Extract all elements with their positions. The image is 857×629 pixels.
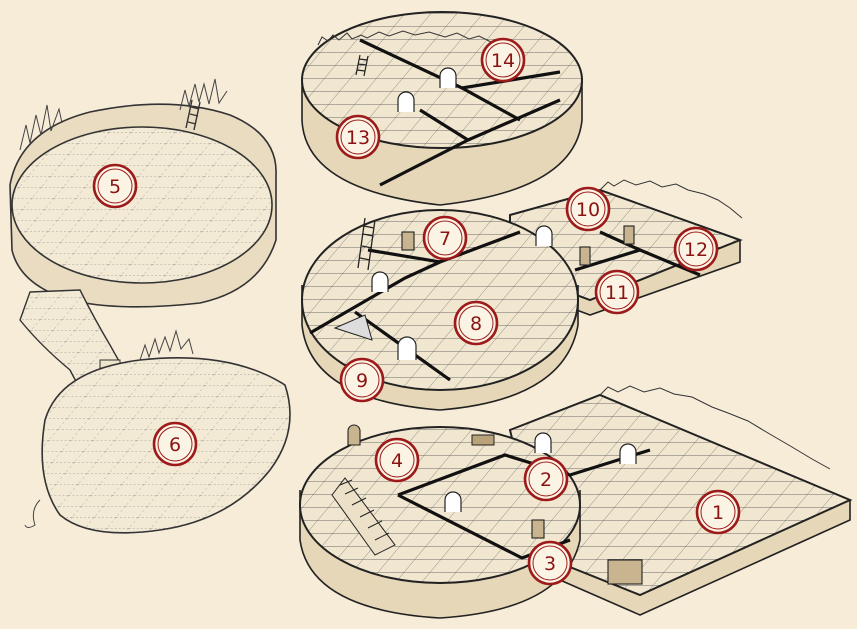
stalactite-fringe	[139, 329, 194, 361]
room-marker: 13	[335, 114, 381, 160]
tower-top-level	[301, 11, 583, 206]
room-marker-inner-ring	[458, 305, 494, 341]
room-marker-circle	[339, 357, 385, 403]
ladder-icon	[357, 217, 376, 271]
room-marker-circle	[673, 226, 719, 272]
room-marker-circle	[695, 489, 741, 535]
room-number-label: 8	[470, 313, 482, 335]
cave-level	[9, 78, 291, 534]
room-marker-circle	[527, 540, 573, 586]
rampart-edge	[317, 30, 494, 46]
rampart-edge	[599, 179, 743, 219]
room-number-label: 13	[346, 127, 370, 149]
room-marker-inner-ring	[379, 442, 415, 478]
door-icon	[347, 424, 643, 585]
room-marker: 12	[673, 226, 719, 272]
room-number-label: 9	[356, 370, 368, 392]
room-marker-inner-ring	[570, 191, 606, 227]
room-number-label: 1	[712, 502, 724, 524]
room-marker: 6	[152, 421, 198, 467]
room-number-label: 12	[684, 239, 708, 261]
room-marker: 9	[339, 357, 385, 403]
room-number-label: 2	[540, 469, 552, 491]
ladder-icon	[355, 54, 369, 77]
room-marker-circle	[523, 456, 569, 502]
ladder-icon	[185, 99, 201, 131]
cave-5-floor	[11, 126, 273, 284]
room-marker-inner-ring	[344, 362, 380, 398]
room-marker-inner-ring	[532, 545, 568, 581]
arch-door-icon	[371, 225, 553, 360]
room-marker-inner-ring	[340, 119, 376, 155]
room-marker-circle	[565, 186, 611, 232]
cave-crack	[24, 499, 41, 528]
door-icon	[401, 225, 635, 266]
tower-ground-level	[299, 385, 853, 619]
interior-walls	[359, 38, 561, 187]
stairs-icon	[333, 314, 373, 341]
room-number-label: 4	[391, 450, 403, 472]
room-marker-inner-ring	[157, 426, 193, 462]
trapdoor-icon	[471, 434, 495, 446]
room-number-label: 10	[576, 199, 600, 221]
room-marker: 14	[480, 37, 526, 83]
room-marker-inner-ring	[97, 168, 133, 204]
room-marker: 5	[92, 163, 138, 209]
room-number-label: 7	[439, 228, 451, 250]
room-marker-circle	[335, 114, 381, 160]
room-number-label: 5	[109, 176, 121, 198]
room-marker-inner-ring	[427, 220, 463, 256]
room-number-label: 11	[605, 282, 629, 304]
room-marker-inner-ring	[678, 231, 714, 267]
rampart-edge	[599, 385, 831, 470]
room-marker: 4	[374, 437, 420, 483]
room-marker-circle	[453, 300, 499, 346]
room-marker: 7	[422, 215, 468, 261]
stairs-icon	[331, 477, 396, 556]
room-number-label: 14	[491, 50, 515, 72]
room-marker-circle	[480, 37, 526, 83]
room-number-label: 3	[544, 553, 556, 575]
room-marker-circle	[422, 215, 468, 261]
room-marker-circle	[594, 269, 640, 315]
room-marker: 8	[453, 300, 499, 346]
arch-door-icon	[397, 67, 457, 112]
room-marker: 10	[565, 186, 611, 232]
room-marker-circle	[152, 421, 198, 467]
room-marker: 3	[527, 540, 573, 586]
room-marker-inner-ring	[700, 494, 736, 530]
stalactite-fringe	[19, 104, 63, 151]
room-marker-inner-ring	[528, 461, 564, 497]
room-marker-circle	[374, 437, 420, 483]
room-marker: 2	[523, 456, 569, 502]
room-marker: 1	[695, 489, 741, 535]
stalactite-fringe	[179, 78, 228, 111]
room-marker-inner-ring	[599, 274, 635, 310]
room-marker-inner-ring	[485, 42, 521, 78]
room-marker: 11	[594, 269, 640, 315]
room-marker-circle	[92, 163, 138, 209]
room-number-label: 6	[169, 434, 181, 456]
arch-door-icon	[444, 432, 637, 512]
